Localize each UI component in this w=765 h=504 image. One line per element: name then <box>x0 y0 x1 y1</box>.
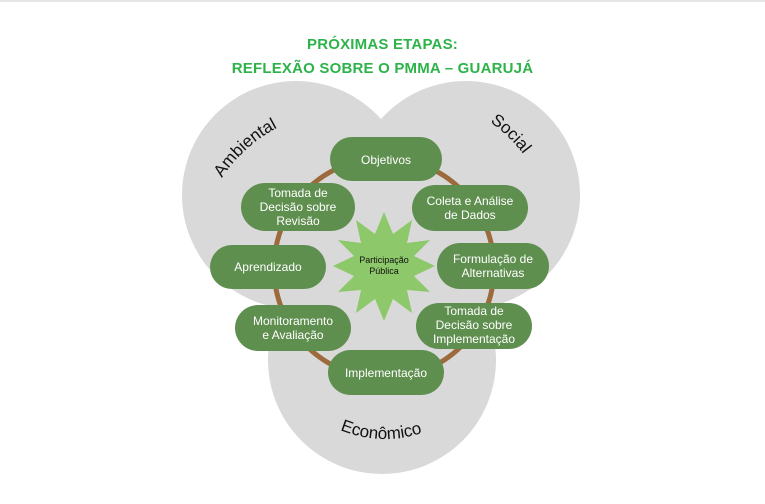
monitoramento-label-line-1: Monitoramento <box>253 314 333 328</box>
center-label-line-1: Participação <box>359 255 409 265</box>
top-divider <box>0 0 765 2</box>
monitoramento-label-line-2: e Avaliação <box>262 328 323 342</box>
step-decisao-revisao: Tomada de Decisão sobre Revisão <box>241 183 355 231</box>
decisao-revisao-line-2: Decisão sobre <box>260 200 337 214</box>
coleta-label-line-2: de Dados <box>444 208 495 222</box>
step-implementacao: Implementação <box>328 350 444 395</box>
aprendizado-label: Aprendizado <box>234 260 302 274</box>
step-objetivos: Objetivos <box>330 137 442 181</box>
step-monitoramento: Monitoramento e Avaliação <box>235 305 351 351</box>
participacao-publica-star <box>333 212 435 321</box>
step-formulacao: Formulação de Alternativas <box>437 243 549 289</box>
decisao-implementacao-line-3: Implementação <box>433 332 515 346</box>
step-coleta: Coleta e Análise de Dados <box>412 185 528 231</box>
formulacao-label-line-1: Formulação de <box>453 252 533 266</box>
center-label-line-2: Pública <box>369 266 399 276</box>
formulacao-label-line-2: Alternativas <box>462 266 525 280</box>
objetivos-label: Objetivos <box>361 153 411 167</box>
title-line-1: PRÓXIMAS ETAPAS: <box>307 36 458 53</box>
implementacao-label: Implementação <box>345 366 427 380</box>
decisao-implementacao-line-2: Decisão sobre <box>436 318 513 332</box>
decisao-revisao-line-3: Revisão <box>276 214 320 228</box>
step-decisao-implementacao: Tomada de Decisão sobre Implementação <box>416 303 532 349</box>
step-aprendizado: Aprendizado <box>210 245 326 289</box>
coleta-label-line-1: Coleta e Análise <box>427 194 514 208</box>
title-line-2: REFLEXÃO SOBRE O PMMA – GUARUJÁ <box>231 60 534 77</box>
decisao-revisao-line-1: Tomada de <box>268 186 328 200</box>
decisao-implementacao-line-1: Tomada de <box>444 304 504 318</box>
